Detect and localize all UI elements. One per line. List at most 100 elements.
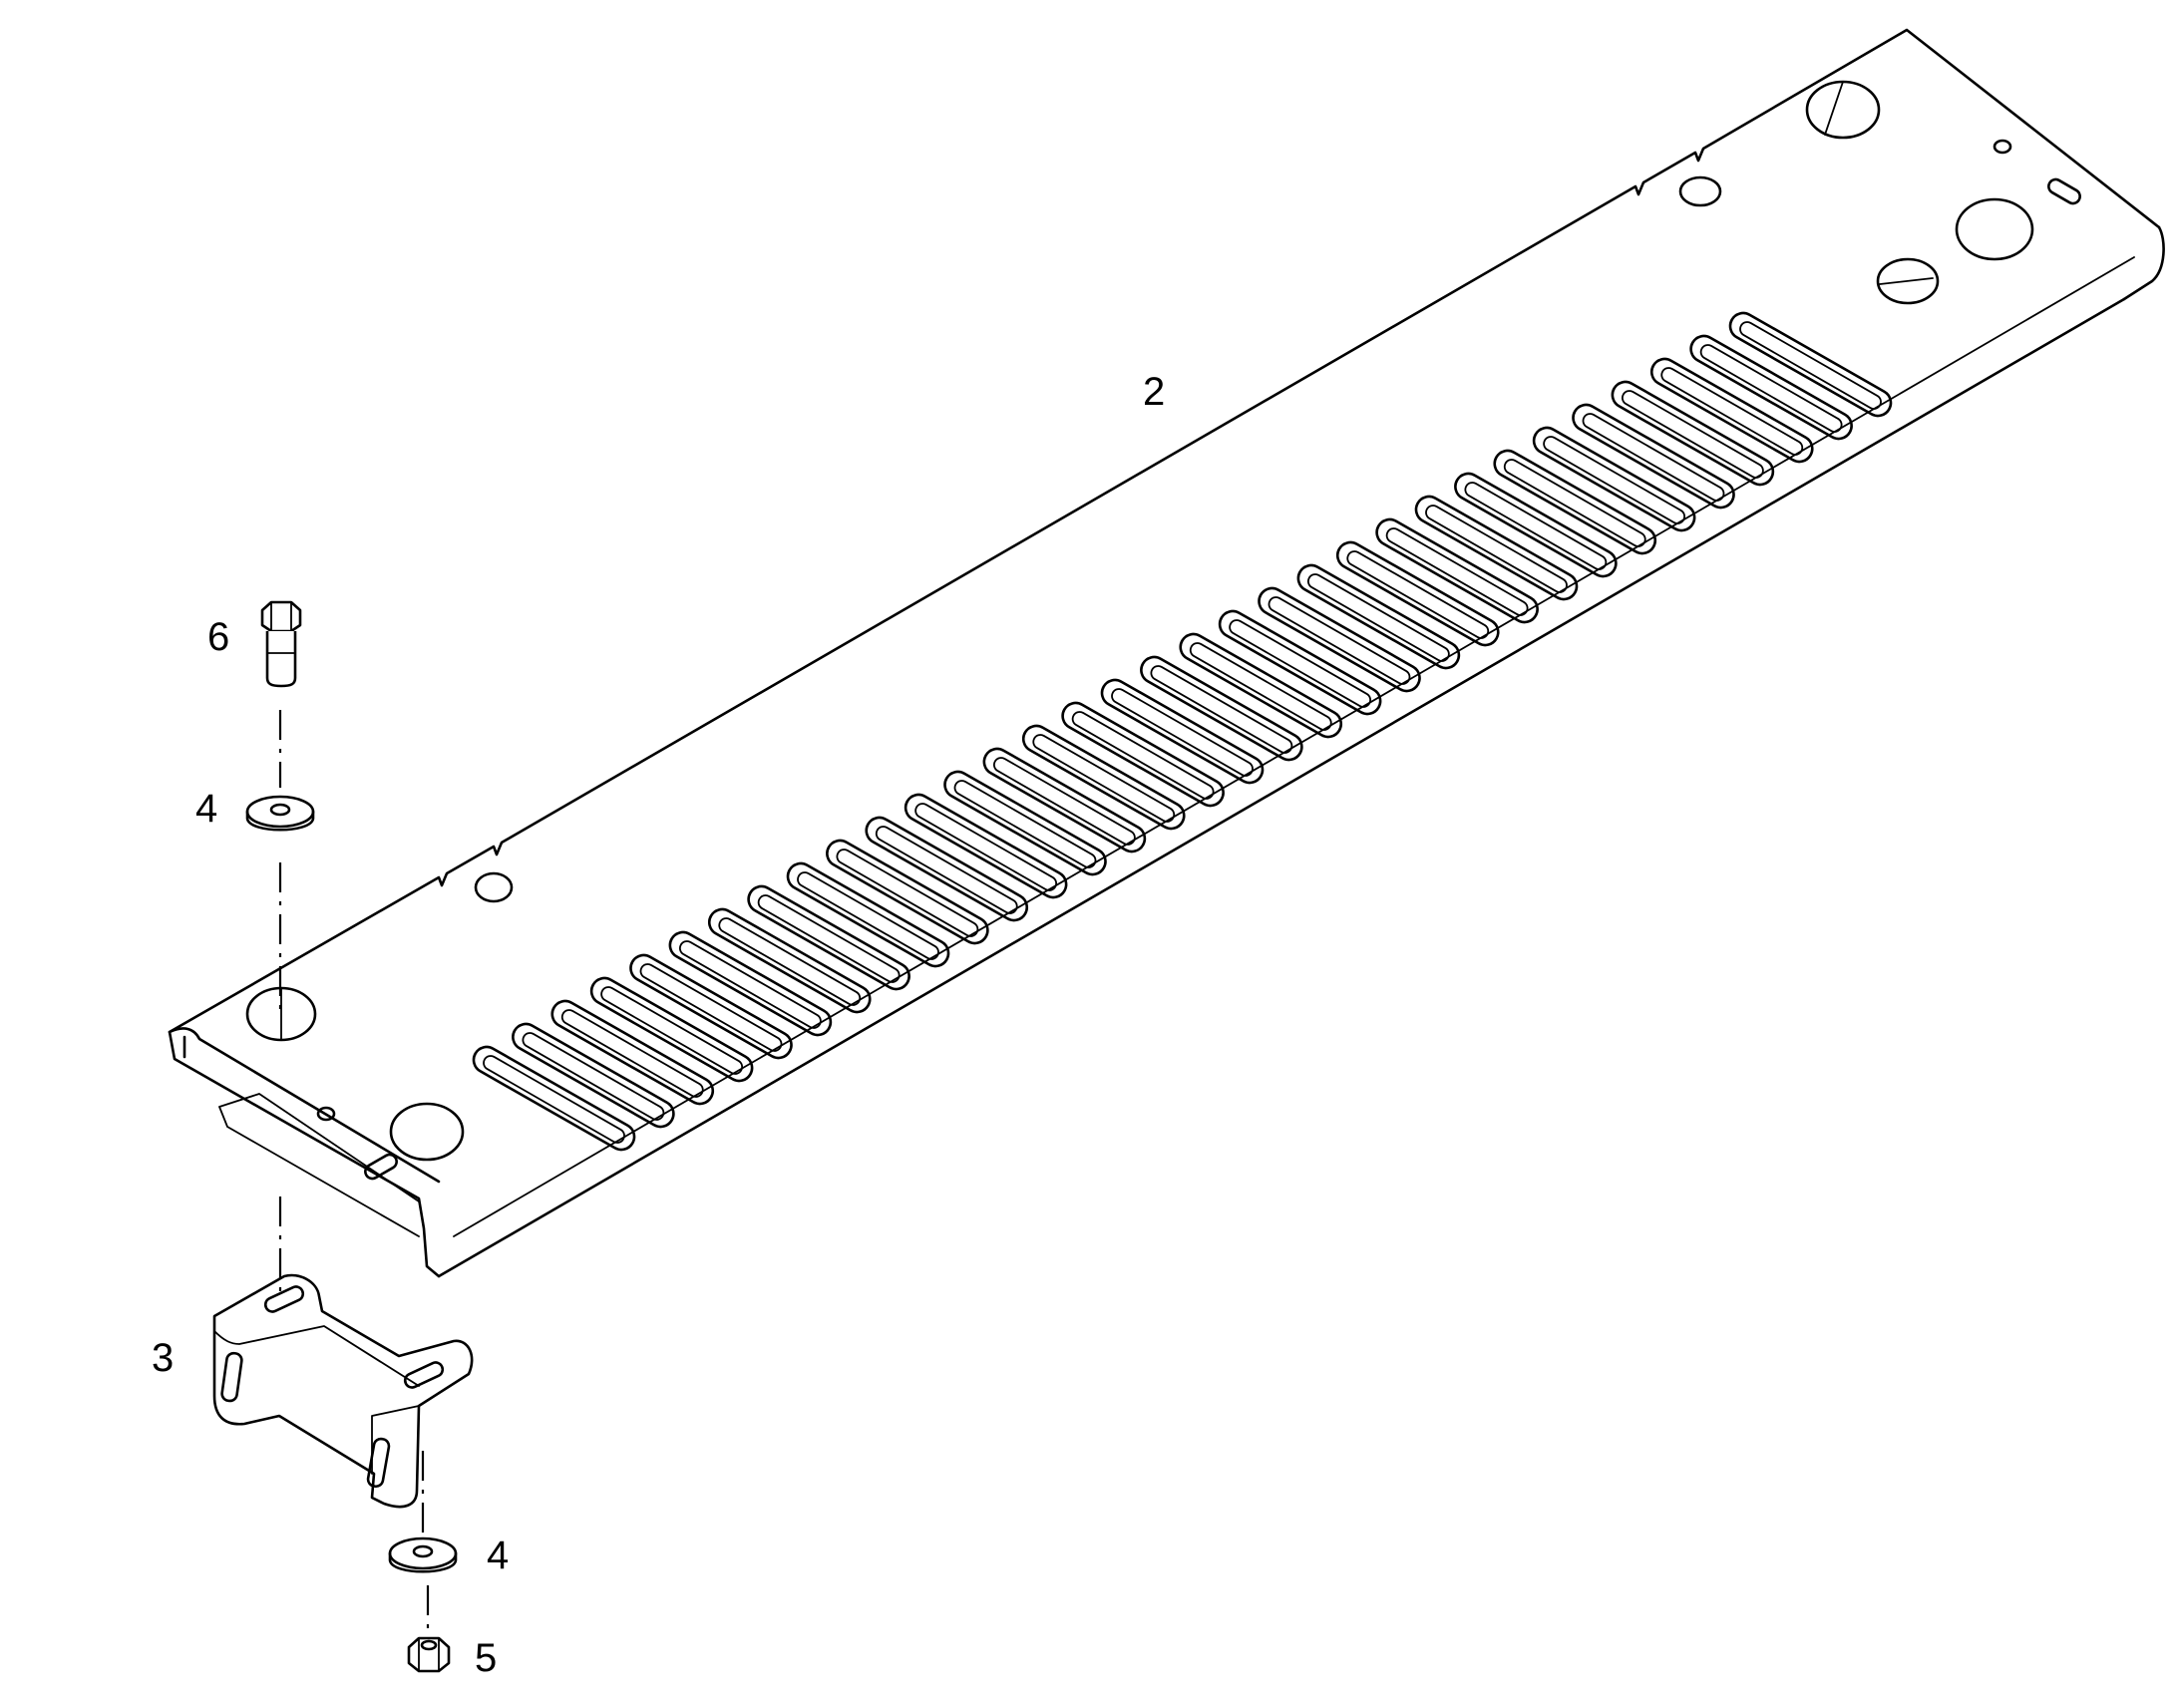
rail-front-edge [437, 297, 2126, 1278]
vent-slot-inner [1307, 573, 1450, 662]
vent-slot [1336, 540, 1500, 647]
vent-slot [512, 1022, 675, 1129]
washer-upper-hole [269, 803, 291, 817]
vent-slot [550, 999, 714, 1106]
vent-slot-inner [1582, 413, 1725, 502]
vent-slot-inner [1543, 436, 1685, 524]
vent-slot [1572, 403, 1735, 510]
callout-bolt: 6 [207, 615, 229, 659]
vent-slot [590, 976, 754, 1083]
vent-slot [982, 747, 1147, 854]
rail-right-end [2122, 225, 2165, 301]
rail-hole-right-small [1993, 139, 2012, 155]
vent-slot-inner [1503, 459, 1646, 547]
nut-body [407, 1636, 451, 1673]
vent-slot-inner [718, 917, 862, 1006]
bolt-part[interactable] [260, 600, 302, 688]
bolt-head-faces [270, 601, 292, 632]
vent-slot [1022, 724, 1186, 831]
rail-left-flange [168, 1027, 441, 1278]
vent-slot [1100, 678, 1265, 785]
assembly-axis-lines [278, 710, 430, 1635]
rail-back-edge [168, 28, 2161, 1034]
vent-slot-inner [1189, 642, 1332, 731]
callout-bracket: 3 [152, 1336, 174, 1380]
vent-slot [708, 907, 872, 1014]
bracket-slot-right [403, 1361, 445, 1389]
washer-upper-edge [245, 810, 315, 832]
bracket-slot-bottom [366, 1437, 391, 1489]
rail-hole-left-oval [474, 871, 514, 903]
vent-slot-inner [875, 826, 1018, 914]
vent-slot [1296, 563, 1461, 670]
rail-underside [218, 1093, 420, 1237]
vent-slot [826, 839, 989, 945]
bolt-head [260, 600, 302, 633]
vent-slot-inner [1111, 688, 1254, 777]
nut-hole [420, 1639, 438, 1651]
vent-slot [786, 861, 950, 968]
vent-slot-inner [993, 757, 1136, 846]
vent-slot [1689, 334, 1853, 441]
vent-slot [1179, 632, 1342, 739]
vent-slot-inner [1150, 665, 1293, 754]
bolt-shank [265, 631, 297, 688]
vent-slot-inner [639, 963, 783, 1052]
rail-hole-right-mid-inner [1879, 277, 1934, 285]
vent-slot [865, 816, 1028, 922]
nut-faces [418, 1637, 440, 1672]
vent-slot [1493, 449, 1656, 555]
vent-slot-inner [522, 1032, 665, 1121]
washer-upper-body [245, 795, 315, 829]
callout-washer-upper: 4 [195, 787, 217, 831]
vent-slot-inner [953, 780, 1097, 868]
vent-slot [668, 930, 832, 1037]
vent-slot-inner [1425, 505, 1568, 593]
rail-hole-right-oval [1678, 175, 1722, 207]
rail-part[interactable] [168, 28, 2165, 1278]
vent-slot-inner [1699, 344, 1843, 433]
vent-slot-inner [600, 986, 743, 1075]
bracket-slot-top [263, 1285, 305, 1313]
rail-hole-right-mid [1876, 257, 1940, 305]
vent-slot-inner [1660, 367, 1804, 456]
washer-lower-edge [388, 1551, 458, 1573]
vent-slot-inner [797, 871, 939, 960]
vent-slot-inner [1268, 596, 1411, 685]
vent-slot [1061, 701, 1225, 808]
vent-slot-inner [1739, 321, 1882, 410]
callout-nut: 5 [475, 1636, 497, 1680]
vent-slot [1414, 495, 1579, 601]
rail-hole-right-large [1955, 197, 2034, 261]
washer-lower-part[interactable] [388, 1537, 458, 1573]
washer-upper-part[interactable] [245, 795, 315, 832]
vent-slot [943, 770, 1107, 876]
vent-slot [1728, 311, 1893, 418]
vent-slot [1611, 380, 1775, 487]
rail-hole-right-slot [2047, 177, 2081, 205]
vent-slot-inner [914, 803, 1057, 891]
rail-fold-line [453, 256, 2135, 1237]
vent-slot [1454, 472, 1618, 578]
vent-slot [747, 884, 910, 991]
vent-slot [1532, 426, 1696, 532]
vent-slot-inner [483, 1055, 625, 1144]
vent-slot [472, 1045, 636, 1152]
vent-slot-inner [757, 894, 901, 983]
washer-lower-body [388, 1537, 458, 1570]
rail-hole-left-small [316, 1106, 336, 1122]
vent-slot [1140, 655, 1303, 762]
bracket-part[interactable] [212, 1273, 474, 1509]
vent-slot [1218, 609, 1382, 716]
rail-hole-right-top-inner [1824, 81, 1844, 136]
rail-hole-left-slot [364, 1153, 398, 1181]
vent-slot-inner [1071, 711, 1215, 800]
vent-slot [904, 793, 1068, 899]
nut-part[interactable] [407, 1636, 451, 1673]
vent-slot-inner [560, 1009, 704, 1098]
vent-slot-inner [1622, 390, 1764, 479]
vent-slot-inner [836, 849, 979, 937]
bracket-slot-left [220, 1351, 243, 1403]
vent-slot-inner [1385, 527, 1529, 616]
